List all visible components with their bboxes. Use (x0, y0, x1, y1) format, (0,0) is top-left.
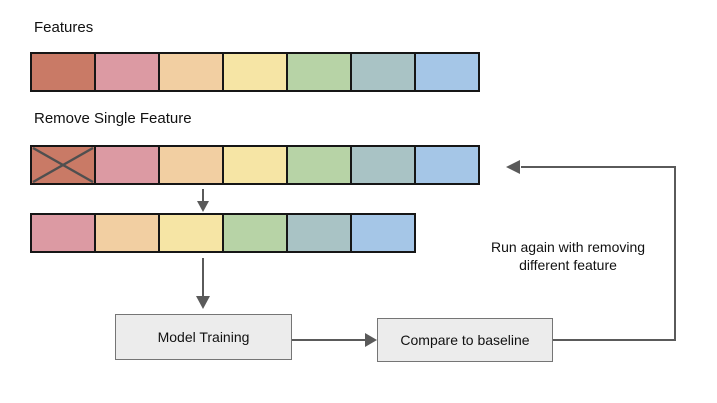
arrow-down-short (197, 189, 209, 212)
feature-cell (158, 52, 224, 92)
feature-cell (94, 145, 160, 185)
x-mark-icon (32, 147, 94, 183)
feature-row-reduced (30, 213, 416, 253)
feature-cell (286, 145, 352, 185)
feature-cell (286, 52, 352, 92)
feature-cell (350, 213, 416, 253)
arrow-down-long (196, 258, 210, 309)
run-again-line2: different feature (519, 257, 617, 273)
features-label: Features (34, 19, 94, 36)
feature-cell (158, 213, 224, 253)
feature-cell (158, 145, 224, 185)
compare-to-baseline-label: Compare to baseline (400, 332, 530, 348)
feature-cell (350, 52, 416, 92)
feature-row-full (30, 52, 480, 92)
feature-cell (286, 213, 352, 253)
feature-cell (222, 213, 288, 253)
arrow-right (292, 333, 377, 347)
compare-to-baseline-box: Compare to baseline (377, 318, 553, 362)
feature-cell (350, 145, 416, 185)
feature-cell (30, 213, 96, 253)
feature-cell (414, 52, 480, 92)
feature-cell (222, 52, 288, 92)
run-again-line1: Run again with removing (490, 239, 646, 255)
feature-cell-crossed-out (30, 145, 96, 185)
feature-cell (94, 52, 160, 92)
feature-cell (30, 52, 96, 92)
feature-row-removed (30, 145, 480, 185)
model-training-box: Model Training (115, 314, 292, 360)
model-training-label: Model Training (157, 329, 250, 345)
feature-cell (94, 213, 160, 253)
feature-cell (414, 145, 480, 185)
feature-cell (222, 145, 288, 185)
remove-single-feature-label: Remove Single Feature (34, 110, 192, 127)
run-again-annotation: Run again with removing different featur… (458, 238, 678, 274)
